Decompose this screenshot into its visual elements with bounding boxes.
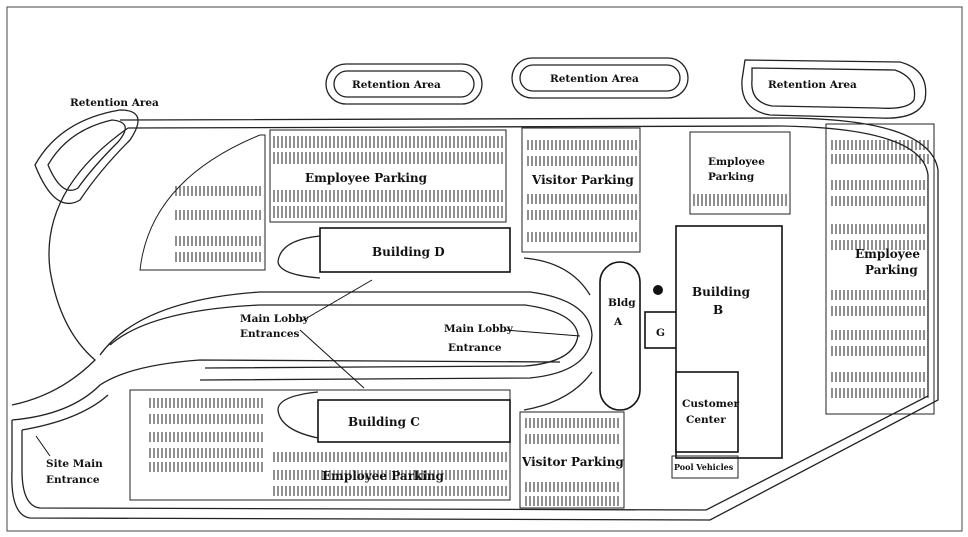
label-retention-left: Retention Area — [70, 97, 159, 109]
label-retention-top-1: Retention Area — [352, 79, 441, 91]
label-main-lobby-entrance-1: Main Lobby — [444, 323, 514, 335]
map-border — [6, 6, 963, 532]
entrance-road-upper — [11, 127, 129, 406]
parking-stalls — [149, 136, 929, 506]
label-bldg-g: G — [656, 327, 665, 339]
bldg-a — [599, 261, 641, 411]
building-d — [319, 227, 511, 273]
label-visitor-parking-top: Visitor Parking — [531, 173, 634, 187]
label-employee-parking-right-1: Employee — [855, 247, 920, 261]
label-site-main-entrance-2: Entrance — [46, 474, 100, 486]
retention-area-left — [34, 109, 139, 205]
label-bldg-a-2: A — [613, 316, 623, 328]
leader-line-2 — [299, 329, 365, 389]
visitor-arc-bottom — [523, 371, 593, 411]
customer-center — [675, 371, 739, 453]
lot-employee-top — [269, 129, 507, 223]
label-visitor-parking-bottom: Visitor Parking — [521, 455, 624, 469]
label-retention-top-3: Retention Area — [768, 79, 857, 91]
label-customer-center-1: Customer — [682, 398, 740, 410]
central-loop-inner — [109, 304, 579, 369]
label-building-b-1: Building — [692, 285, 751, 299]
entrance-road-upper-2 — [21, 394, 109, 431]
label-main-lobby-entrance-2: Entrance — [448, 342, 502, 354]
label-employee-parking-bottom: Employee Parking — [322, 469, 445, 483]
lot-employee-top-left — [139, 134, 266, 271]
building-c-lobby — [277, 391, 319, 439]
retention-area-top-3 — [741, 59, 927, 119]
lot-visitor-bottom — [519, 411, 625, 509]
pool-vehicles-lot — [671, 455, 739, 479]
label-employee-parking-right-2: Parking — [865, 263, 918, 277]
label-bldg-a-1: Bldg — [608, 297, 636, 309]
label-building-b-2: B — [713, 303, 723, 317]
label-building-c: Building C — [348, 415, 420, 429]
entrance-road-lower — [11, 359, 561, 421]
label-customer-center-2: Center — [686, 414, 726, 426]
retention-area-top-1 — [325, 63, 483, 105]
leader-line-3 — [504, 329, 581, 337]
label-employee-parking-top: Employee Parking — [305, 171, 428, 185]
marker-dot — [653, 285, 663, 295]
label-employee-parking-small-1: Employee — [708, 156, 765, 168]
building-c — [317, 399, 511, 443]
leader-line-1 — [299, 279, 373, 323]
central-loop — [99, 291, 593, 381]
label-main-lobby-entrances-2: Entrances — [240, 328, 300, 340]
label-site-main-entrance-1: Site Main — [46, 458, 103, 470]
lot-employee-small — [689, 131, 791, 215]
label-main-lobby-entrances-1: Main Lobby — [240, 313, 310, 325]
lot-employee-right — [825, 123, 935, 415]
label-pool-vehicles: Pool Vehicles — [674, 462, 734, 472]
perimeter-road-inner — [21, 125, 929, 511]
lot-visitor-top — [521, 127, 641, 253]
lot-employee-bottom — [129, 389, 511, 501]
perimeter-road — [11, 117, 939, 521]
retention-area-top-2 — [511, 57, 689, 99]
label-retention-top-2: Retention Area — [550, 73, 639, 85]
label-building-d: Building D — [372, 245, 445, 259]
building-d-lobby — [277, 235, 321, 279]
visitor-arc-top — [523, 257, 591, 296]
leader-line-4 — [35, 435, 51, 457]
label-employee-parking-small-2: Parking — [708, 171, 755, 183]
